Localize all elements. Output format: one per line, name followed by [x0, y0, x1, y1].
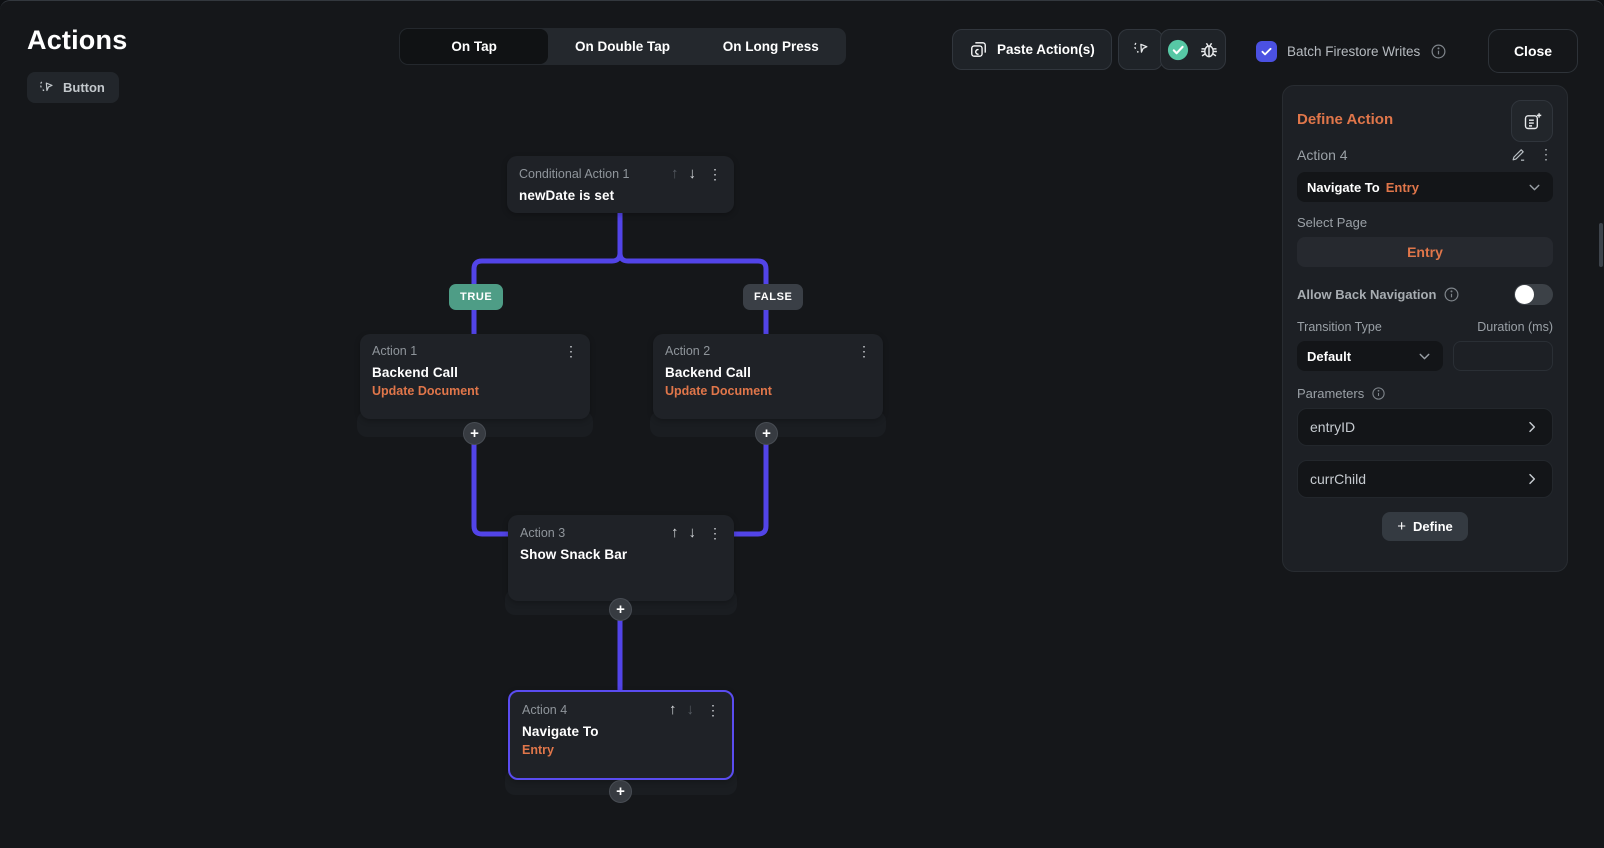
action-type-label: Navigate To: [1307, 179, 1380, 195]
tab-on-long-press[interactable]: On Long Press: [722, 39, 819, 54]
transition-type-label: Transition Type: [1297, 320, 1382, 334]
tab-on-tap[interactable]: On Tap: [400, 29, 549, 64]
node-label: Action 2: [665, 344, 711, 358]
copy-action-button[interactable]: [1511, 100, 1553, 142]
chevron-down-icon: [1529, 184, 1540, 190]
kebab-menu-icon[interactable]: ⋮: [857, 343, 871, 359]
chevron-right-icon: [1529, 473, 1536, 485]
define-action-panel: Define Action Action 4 ⋮ Navigate To Ent…: [1282, 85, 1568, 572]
check-circle-icon: [1167, 39, 1188, 60]
duration-input[interactable]: [1453, 341, 1553, 371]
define-parameter-button[interactable]: + Define: [1382, 512, 1468, 541]
validation-debug-group[interactable]: [1160, 29, 1226, 70]
node-title: Navigate To: [522, 724, 599, 739]
node-subtitle: Entry: [522, 743, 554, 757]
bug-icon: [1200, 42, 1217, 57]
node-label: Conditional Action 1: [519, 166, 630, 181]
info-icon: [1444, 287, 1459, 302]
add-action-button[interactable]: +: [609, 780, 632, 803]
toggle-knob: [1515, 285, 1534, 304]
add-action-button[interactable]: +: [463, 422, 486, 445]
node-label: Action 3: [520, 525, 566, 540]
action-type-dropdown[interactable]: Navigate To Entry: [1297, 172, 1553, 202]
move-up-icon[interactable]: ↑: [671, 165, 679, 182]
trigger-tabs: On Tap On Double Tap On Long Press: [399, 28, 846, 65]
note-add-icon: [1524, 112, 1541, 129]
action-flow-button[interactable]: [1118, 29, 1163, 70]
batch-firestore-label: Batch Firestore Writes: [1287, 44, 1421, 59]
transition-type-value: Default: [1307, 348, 1352, 364]
node-title: Show Snack Bar: [520, 547, 628, 562]
move-down-icon[interactable]: ↓: [688, 165, 697, 182]
panel-title: Define Action: [1297, 111, 1394, 128]
node-label: Action 4: [522, 702, 568, 717]
define-button-label: Define: [1413, 519, 1453, 534]
branch-true-badge: TRUE: [449, 284, 504, 310]
paste-actions-button[interactable]: Paste Action(s): [952, 29, 1112, 70]
pointer-path-icon: [40, 81, 53, 91]
duration-label: Duration (ms): [1477, 320, 1553, 334]
node-title: newDate is set: [519, 188, 615, 203]
paste-actions-label: Paste Action(s): [997, 42, 1095, 57]
batch-firestore-writes: Batch Firestore Writes: [1256, 41, 1447, 62]
parameters-label: Parameters: [1297, 386, 1365, 401]
allow-back-label: Allow Back Navigation: [1297, 287, 1437, 302]
chevron-right-icon: [1529, 421, 1536, 433]
action-type-value: Entry: [1385, 179, 1419, 195]
node-action-2[interactable]: Action 2 ⋮ Backend Call Update Document: [653, 334, 883, 419]
node-conditional-action-1[interactable]: Conditional Action 1 ↑ ↓ ⋮ newDate is se…: [507, 156, 734, 213]
info-icon: [1431, 44, 1446, 59]
pointer-path-icon: [1134, 42, 1148, 53]
parameter-name: entryID: [1310, 419, 1356, 435]
move-up-icon[interactable]: ↑: [669, 701, 677, 718]
node-subtitle: Update Document: [372, 384, 479, 398]
node-action-1[interactable]: Action 1 ⋮ Backend Call Update Document: [360, 334, 590, 419]
select-page-label: Select Page: [1297, 215, 1368, 230]
parameter-row-currchild[interactable]: currChild: [1297, 460, 1553, 498]
trigger-widget-label: Button: [63, 80, 105, 95]
kebab-menu-icon[interactable]: ⋮: [1539, 146, 1553, 162]
tab-on-double-tap[interactable]: On Double Tap: [574, 39, 670, 54]
kebab-menu-icon[interactable]: ⋮: [706, 701, 720, 718]
branch-false-badge: FALSE: [743, 284, 804, 310]
node-action-4[interactable]: Action 4 ↑ ↓ ⋮ Navigate To Entry: [508, 690, 734, 780]
node-label: Action 1: [372, 344, 418, 358]
parameter-name: currChild: [1310, 471, 1367, 487]
add-action-button[interactable]: +: [609, 598, 632, 621]
plus-icon: +: [1397, 518, 1407, 535]
scrollbar[interactable]: [1599, 223, 1603, 267]
kebab-menu-icon[interactable]: ⋮: [708, 165, 722, 182]
trigger-widget-chip[interactable]: Button: [27, 72, 119, 103]
allow-back-toggle[interactable]: [1514, 284, 1553, 305]
edit-pencil-icon[interactable]: [1510, 146, 1527, 163]
kebab-menu-icon[interactable]: ⋮: [564, 343, 578, 359]
node-action-3[interactable]: Action 3 ↑ ↓ ⋮ Show Snack Bar: [508, 515, 734, 601]
chevron-down-icon: [1419, 353, 1430, 359]
close-button[interactable]: Close: [1488, 29, 1578, 73]
batch-firestore-checkbox[interactable]: [1256, 41, 1277, 62]
info-icon: [1372, 387, 1385, 400]
add-action-button[interactable]: +: [755, 422, 778, 445]
move-down-icon[interactable]: ↓: [686, 701, 695, 718]
kebab-menu-icon[interactable]: ⋮: [708, 524, 722, 541]
check-icon: [1261, 47, 1272, 56]
action-name-label: Action 4: [1297, 146, 1348, 163]
move-down-icon[interactable]: ↓: [688, 524, 697, 541]
parameter-row-entryid[interactable]: entryID: [1297, 408, 1553, 446]
selected-page-button[interactable]: Entry: [1297, 237, 1553, 267]
move-up-icon[interactable]: ↑: [671, 524, 679, 541]
node-title: Backend Call: [665, 365, 751, 380]
node-subtitle: Update Document: [665, 384, 772, 398]
copy-icon: [971, 42, 986, 57]
transition-type-dropdown[interactable]: Default: [1297, 341, 1443, 371]
node-title: Backend Call: [372, 365, 458, 380]
page-title: Actions: [27, 25, 128, 55]
